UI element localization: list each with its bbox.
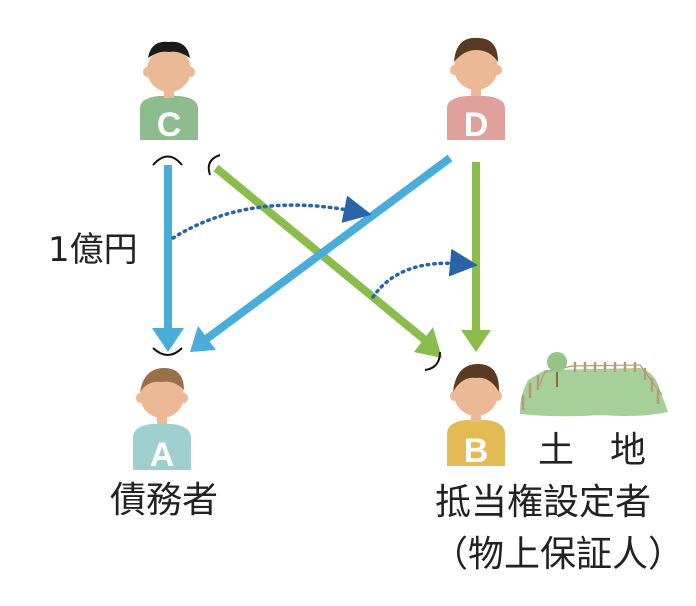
arrow-c-to-b [213, 164, 442, 358]
dotted-arrow-upper [171, 195, 372, 240]
land-illustration [520, 352, 668, 417]
arrow-d-to-a [190, 154, 453, 352]
person-d: D [447, 37, 505, 144]
person-c-letter: C [157, 106, 182, 144]
person-b-letter: B [464, 432, 489, 470]
person-b: B [447, 364, 505, 470]
loan-amount-label: 1億円 [48, 230, 138, 270]
person-d-letter: D [464, 106, 489, 144]
bracket-marks [152, 154, 441, 371]
person-c: C [140, 41, 198, 144]
person-a-letter: A [150, 436, 175, 474]
mortgagor-note-label: （物上保証人） [432, 534, 684, 575]
arrow-d-to-b [461, 162, 491, 352]
debtor-label: 債務者 [110, 480, 218, 521]
arrow-c-to-a [152, 165, 184, 352]
person-a: A [133, 368, 191, 474]
land-label: 土 地 [538, 430, 646, 471]
mortgagor-label: 抵当権設定者 [435, 482, 651, 523]
dotted-arrow-lower [371, 248, 478, 299]
